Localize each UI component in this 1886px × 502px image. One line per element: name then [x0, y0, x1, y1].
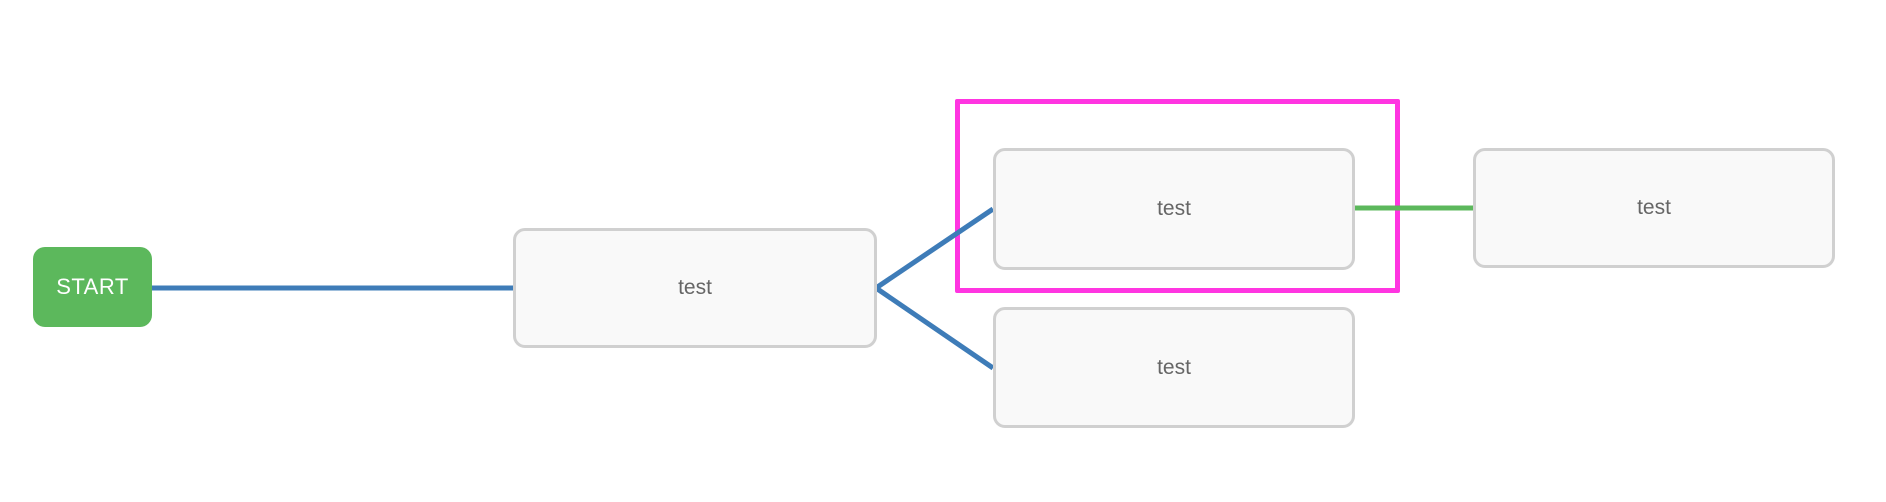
connector-step1-to-step3[interactable] — [874, 285, 995, 371]
task-node-step3[interactable]: test — [993, 307, 1355, 428]
task-node-step4[interactable]: test — [1473, 148, 1835, 268]
node-label: START — [56, 274, 129, 299]
node-label: test — [678, 276, 712, 299]
node-label: test — [1637, 196, 1671, 219]
start-node[interactable]: START — [33, 247, 152, 327]
task-node-step2[interactable]: test — [993, 148, 1355, 270]
node-label: test — [1157, 355, 1191, 379]
node-label: test — [1157, 197, 1191, 220]
task-node-step1[interactable]: test — [513, 228, 877, 348]
connector-step1-to-step2[interactable] — [874, 206, 995, 291]
selection-highlight — [955, 99, 1400, 293]
